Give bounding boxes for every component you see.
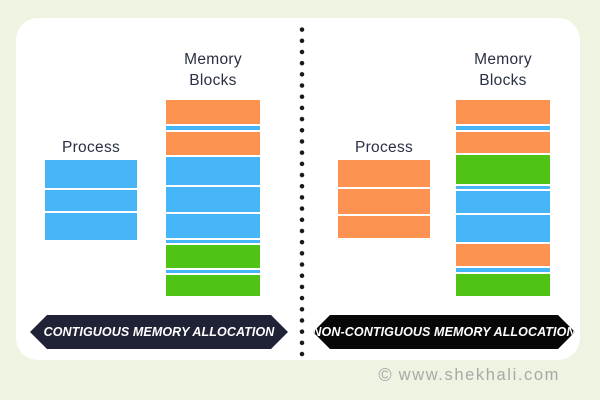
memory-block-blue	[45, 160, 137, 188]
process-heading-right: Process	[354, 139, 414, 156]
process-stack-right	[338, 160, 430, 238]
memory-block-orange	[338, 160, 430, 187]
memory-block-orange	[338, 189, 430, 214]
memory-stack-right	[456, 100, 550, 296]
memory-block-blue	[166, 240, 260, 243]
memory-block-orange	[166, 100, 260, 124]
process-stack-left	[45, 160, 137, 240]
memory-block-blue	[456, 268, 550, 272]
memory-block-blue	[456, 186, 550, 189]
memory-block-blue	[166, 214, 260, 238]
diagram-card: Memory Blocks Process CONTIGUOUS MEMORY …	[16, 18, 580, 362]
memory-block-green	[456, 155, 550, 184]
memory-blocks-heading-right: Memory Blocks	[474, 51, 532, 89]
memory-block-orange	[456, 132, 550, 153]
memory-block-orange	[166, 132, 260, 155]
memory-block-orange	[338, 216, 430, 238]
memory-block-blue	[166, 157, 260, 185]
memory-block-green	[456, 274, 550, 296]
memory-block-blue	[45, 213, 137, 240]
memory-block-blue	[166, 270, 260, 273]
watermark: © www.shekhali.com	[378, 365, 560, 386]
copyright-icon: ©	[378, 365, 392, 385]
memory-block-blue	[456, 215, 550, 242]
banner-contiguous: CONTIGUOUS MEMORY ALLOCATION	[30, 315, 288, 349]
process-heading-left: Process	[61, 139, 121, 156]
memory-block-orange	[456, 244, 550, 266]
memory-block-blue	[166, 126, 260, 130]
memory-block-green	[166, 275, 260, 296]
memory-block-blue	[456, 126, 550, 130]
memory-block-blue	[45, 190, 137, 211]
watermark-text: www.shekhali.com	[398, 366, 560, 384]
memory-block-blue	[166, 187, 260, 212]
memory-blocks-heading-left: Memory Blocks	[184, 51, 242, 89]
memory-stack-left	[166, 100, 260, 296]
memory-block-orange	[456, 100, 550, 124]
dotted-divider	[299, 24, 305, 362]
memory-block-green	[166, 245, 260, 268]
memory-block-blue	[456, 191, 550, 213]
banner-non-contiguous: NON-CONTIGUOUS MEMORY ALLOCATION	[313, 315, 575, 349]
